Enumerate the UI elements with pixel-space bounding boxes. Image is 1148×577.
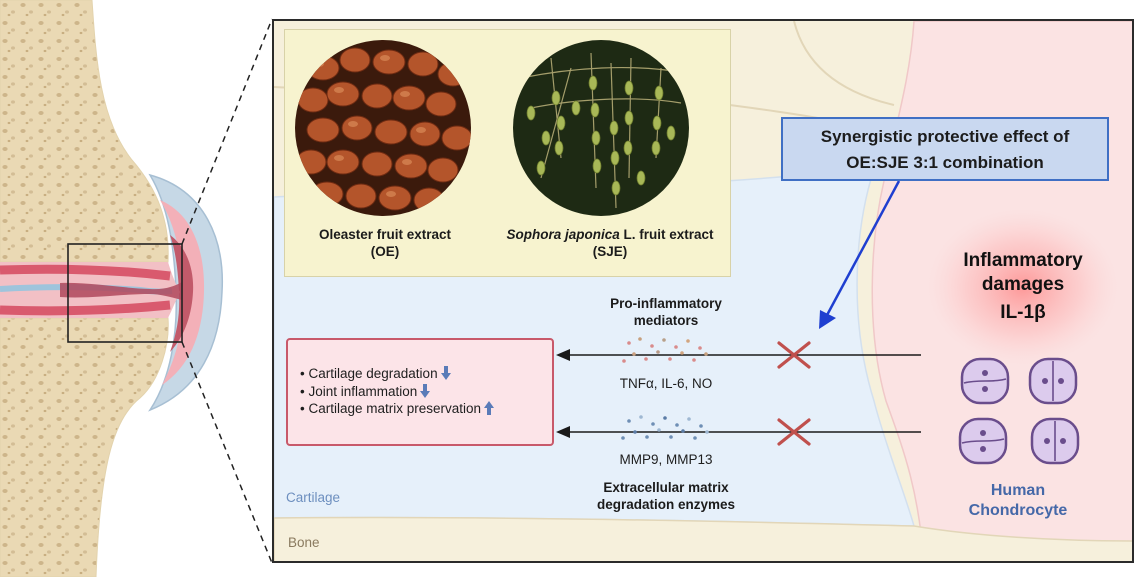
ecm-title-line-2: degradation enzymes [596, 497, 736, 512]
pro-inflammatory-list: TNFα, IL-6, NO [619, 376, 713, 391]
down-arrow-icon [420, 383, 431, 398]
sophora-fruit-photo [513, 40, 689, 216]
enzyme-list: MMP9, MMP13 [619, 452, 713, 467]
zoom-line-bottom [181, 341, 272, 564]
up-arrow-icon [484, 401, 495, 415]
inflam-line-2: damages [981, 274, 1065, 295]
cartilage-layer-bottom [0, 300, 171, 316]
synergy-callout: Synergistic protective effect of OE:SJE … [781, 117, 1109, 181]
fruit-extracts-panel: Oleaster fruit extract (OE) Sophora japo… [284, 29, 731, 277]
chondro-line-2: Chondrocyte [968, 502, 1068, 519]
synergy-line-1: Synergistic protective effect of [820, 127, 1070, 146]
pro-inflammatory-title: Pro-inflammatory mediators [566, 295, 766, 329]
human-chondrocyte-label: Human Chondrocyte [948, 481, 1088, 521]
outcome-effects-box: • Cartilage degradation • Joint inflamma… [286, 338, 554, 446]
synergy-arrow-line [824, 180, 901, 318]
down-arrow-icon [440, 366, 451, 380]
bone-label: Bone [288, 535, 320, 550]
sophora-abbr: (SJE) [592, 244, 628, 259]
damaged-cartilage [60, 282, 182, 300]
inflam-line-1: Inflammatory [963, 250, 1083, 271]
enzyme-title: Extracellular matrix degradation enzymes [556, 479, 776, 513]
bone-zone [274, 516, 1132, 561]
pro-title-line-2: mediators [633, 313, 699, 328]
arrowhead-pro [556, 349, 570, 361]
tibia-shape [0, 317, 169, 577]
oleaster-name: Oleaster fruit extract [318, 227, 452, 242]
chondrocyte-dividers [961, 361, 1056, 461]
sophora-name-italic: Sophora japonica [506, 227, 620, 242]
sophora-name: Sophora japonica L. fruit extract [495, 226, 725, 243]
tan-boundary-line-2 [793, 21, 895, 106]
oleaster-fruit-photo [295, 40, 471, 216]
zoom-box [67, 243, 183, 343]
effect-item-3: • Cartilage matrix preservation [300, 400, 552, 418]
sophora-name-rest: L. fruit extract [619, 227, 714, 242]
zoomed-cartilage-panel: Oleaster fruit extract (OE) Sophora japo… [272, 19, 1134, 563]
knee-joint-illustration [0, 0, 272, 577]
effect-item-1: • Cartilage degradation [300, 365, 552, 383]
effect-text-1: Cartilage degradation [308, 366, 438, 381]
enzyme-dots [621, 415, 709, 440]
chondrocyte-nuclei [980, 370, 1066, 452]
inflammation-glow [928, 209, 1118, 365]
zoom-line-top [181, 18, 272, 245]
oleaster-caption: Oleaster fruit extract (OE) [293, 226, 477, 260]
synergy-line-2: OE:SJE 3:1 combination [846, 153, 1044, 172]
mediator-dots [622, 337, 708, 363]
chondro-line-1: Human [990, 482, 1046, 499]
inflammatory-damages-label: Inflammatory damages IL-1β [938, 249, 1108, 325]
cartilage-layer-top [0, 264, 171, 281]
effect-item-2: • Joint inflammation [300, 383, 552, 401]
femur-shape [0, 0, 169, 263]
il1b-label: IL-1β [1000, 302, 1046, 323]
sophora-caption: Sophora japonica L. fruit extract (SJE) [495, 226, 725, 260]
effect-text-3: Cartilage matrix preservation [308, 401, 482, 416]
oleaster-abbr: (OE) [370, 244, 400, 259]
inhibition-x-pro [777, 341, 811, 369]
inhibition-x-ecm [777, 418, 811, 446]
cartilage-label: Cartilage [286, 490, 341, 505]
inflamed-synovium [160, 200, 205, 385]
ecm-title-line-1: Extracellular matrix [603, 480, 729, 495]
pro-title-line-1: Pro-inflammatory [610, 296, 722, 311]
arrowhead-ecm [556, 426, 570, 438]
effect-text-2: Joint inflammation [308, 383, 418, 399]
synergy-arrowhead [819, 310, 836, 329]
